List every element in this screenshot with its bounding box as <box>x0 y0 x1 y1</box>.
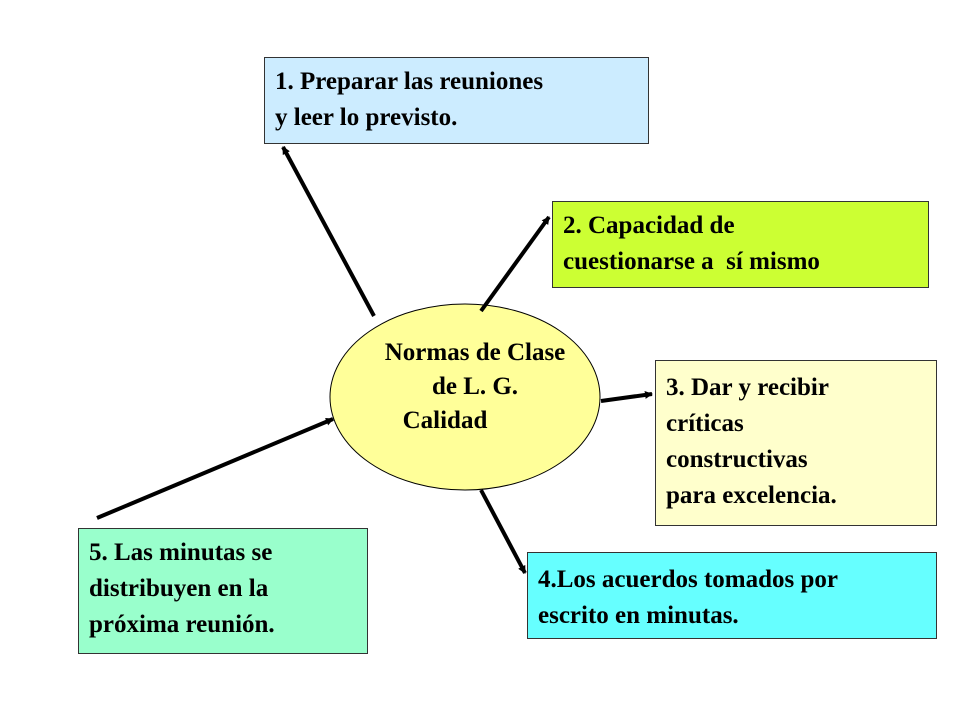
arrow-to-box-2 <box>479 215 551 313</box>
norm-box-line: para excelencia. <box>666 482 837 509</box>
arrow-to-box-3 <box>600 390 653 403</box>
center-line: Calidad <box>402 407 488 434</box>
center-line: Normas de Clase <box>384 339 566 366</box>
norm-box-5: 5. Las minutas se distribuyen en la próx… <box>78 528 368 654</box>
norm-box-3: 3. Dar y recibir críticas constructivas … <box>655 360 937 526</box>
norm-box-line: críticas <box>666 410 744 437</box>
norm-box-line: próxima reunión. <box>89 611 275 638</box>
norm-box-line: 2. Capacidad de <box>563 212 735 239</box>
center-ellipse <box>329 303 601 491</box>
center-line: de L. G. <box>431 373 519 400</box>
norm-box-line: distribuyen en la <box>89 575 269 602</box>
arrow-to-box-4 <box>479 489 527 574</box>
norm-box-line: escrito en minutas. <box>538 602 739 629</box>
norm-box-line: constructivas <box>666 446 808 473</box>
norm-box-1: 1. Preparar las reuniones y leer lo prev… <box>264 57 649 144</box>
arrow-to-center-from-box-5 <box>96 417 334 520</box>
arrow-to-box-1 <box>281 146 376 317</box>
norm-box-line: cuestionarse a sí mismo <box>563 248 820 275</box>
norm-box-line: 5. Las minutas se <box>89 539 273 566</box>
norm-box-line: 1. Preparar las reuniones <box>275 68 544 95</box>
norm-box-2: 2. Capacidad de cuestionarse a sí mismo <box>552 201 929 288</box>
norm-box-line: y leer lo previsto. <box>275 104 458 131</box>
norm-box-line: 4.Los acuerdos tomados por <box>538 566 839 593</box>
norm-box-4: 4.Los acuerdos tomados por escrito en mi… <box>527 552 937 639</box>
center-label: Normas de Clase de L. G. Calidad <box>330 336 600 438</box>
norm-box-line: 3. Dar y recibir <box>666 374 829 401</box>
